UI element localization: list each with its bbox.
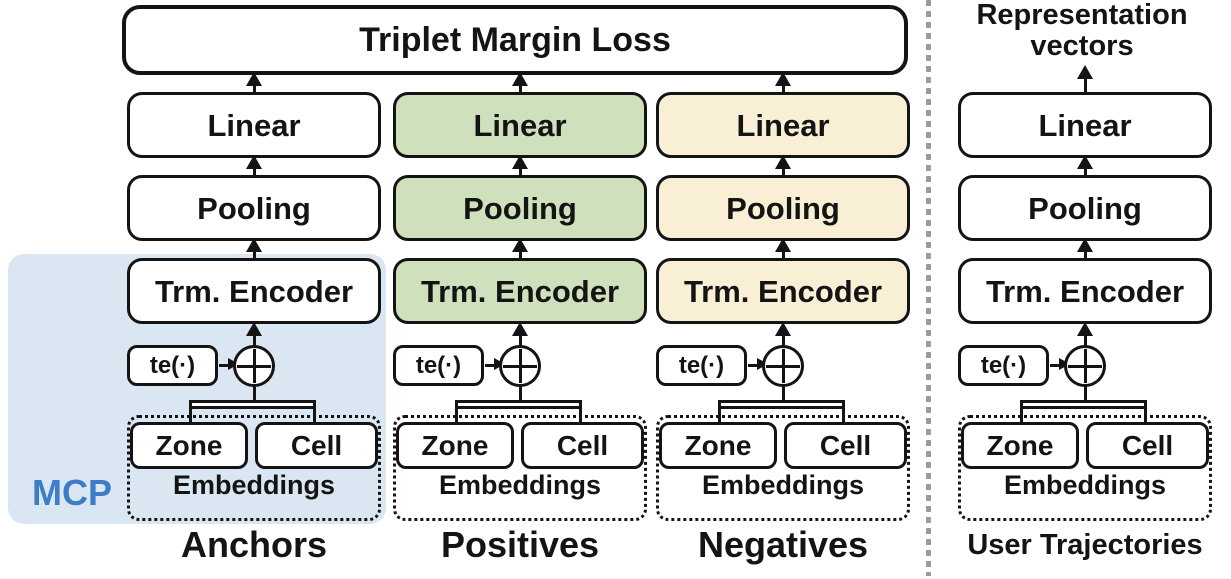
cell-embedding-box: Cell [1086, 422, 1209, 469]
connector-line [518, 331, 522, 347]
branch-stub [579, 407, 582, 424]
branch-stub [1020, 407, 1023, 424]
embeddings-label: Embeddings [701, 470, 864, 500]
branch-stub [455, 407, 458, 424]
arrow-up-icon [1076, 322, 1093, 336]
connector-line [518, 160, 522, 176]
arrow-right-icon [1059, 358, 1070, 370]
branch-bar [455, 400, 582, 409]
column-label: Negatives [697, 524, 869, 565]
arrow-up-icon [774, 322, 791, 336]
branch-bar [1020, 400, 1147, 409]
embeddings-group-box [656, 415, 910, 521]
linear-box: Linear [127, 92, 381, 158]
mcp-label: MCP [32, 472, 112, 513]
arrow-up-icon [1076, 238, 1093, 252]
connector-line [781, 386, 785, 402]
section-divider-dotted-line [926, 0, 931, 576]
embeddings-label: Embeddings [438, 470, 601, 500]
trm-encoder-box: Trm. Encoder [958, 258, 1212, 324]
connector-line [252, 160, 256, 176]
arrow-up-icon [511, 155, 528, 169]
representation-vectors-label: Representation vectors [933, 0, 1231, 62]
connector-line [1083, 386, 1087, 402]
zone-embedding-box: Zone [659, 422, 777, 469]
arrow-up-icon [774, 238, 791, 252]
branch-stub [842, 407, 845, 424]
arrow-up-icon [774, 155, 791, 169]
arrow-up-icon [511, 238, 528, 252]
arrow-right-icon [494, 358, 505, 370]
te-function-box: te(·) [393, 345, 484, 386]
connector-line [748, 364, 761, 367]
pooling-box: Pooling [958, 175, 1212, 241]
trm-encoder-box: Trm. Encoder [393, 258, 647, 324]
oplus-icon [762, 345, 804, 387]
arrow-up-icon [1076, 65, 1093, 79]
connector-line [1083, 78, 1087, 93]
connector-line [518, 80, 522, 93]
arrow-up-icon [511, 322, 528, 336]
arrow-up-icon [245, 155, 262, 169]
connector-line [781, 331, 785, 347]
embeddings-label: Embeddings [1003, 470, 1166, 500]
linear-box: Linear [656, 92, 910, 158]
connector-line [1083, 243, 1087, 259]
cell-embedding-box: Cell [784, 422, 907, 469]
trm-encoder-box: Trm. Encoder [656, 258, 910, 324]
linear-box: Linear [393, 92, 647, 158]
representation-vectors-line2: vectors [1030, 30, 1134, 62]
connector-line [518, 386, 522, 402]
te-function-box: te(·) [656, 345, 747, 386]
representation-vectors-line1: Representation [976, 0, 1188, 31]
arrow-up-icon [1076, 155, 1093, 169]
pooling-box: Pooling [393, 175, 647, 241]
connector-line [1050, 364, 1063, 367]
branch-stub [1144, 407, 1147, 424]
embeddings-group-box [393, 415, 647, 521]
connector-line [518, 243, 522, 259]
connector-line [781, 243, 785, 259]
arrow-right-icon [757, 358, 768, 370]
branch-stub [718, 407, 721, 424]
connector-line [1083, 331, 1087, 347]
linear-box: Linear [958, 92, 1212, 158]
column-label: Anchors [180, 524, 328, 565]
te-function-box: te(·) [958, 345, 1049, 386]
oplus-icon [1064, 345, 1106, 387]
triplet-margin-loss-box: Triplet Margin Loss [122, 5, 908, 75]
arrow-up-icon [245, 238, 262, 252]
pooling-box: Pooling [656, 175, 910, 241]
zone-embedding-box: Zone [396, 422, 514, 469]
connector-line [781, 80, 785, 93]
connector-line [252, 80, 256, 93]
zone-embedding-box: Zone [961, 422, 1079, 469]
connector-line [781, 160, 785, 176]
column-label: User Trajectories [967, 529, 1203, 561]
pooling-box: Pooling [127, 175, 381, 241]
oplus-icon [499, 345, 541, 387]
column-label: Positives [440, 524, 600, 565]
cell-embedding-box: Cell [521, 422, 644, 469]
connector-line [485, 364, 498, 367]
branch-bar [718, 400, 845, 409]
embeddings-group-box [958, 415, 1212, 521]
connector-line [1083, 160, 1087, 176]
